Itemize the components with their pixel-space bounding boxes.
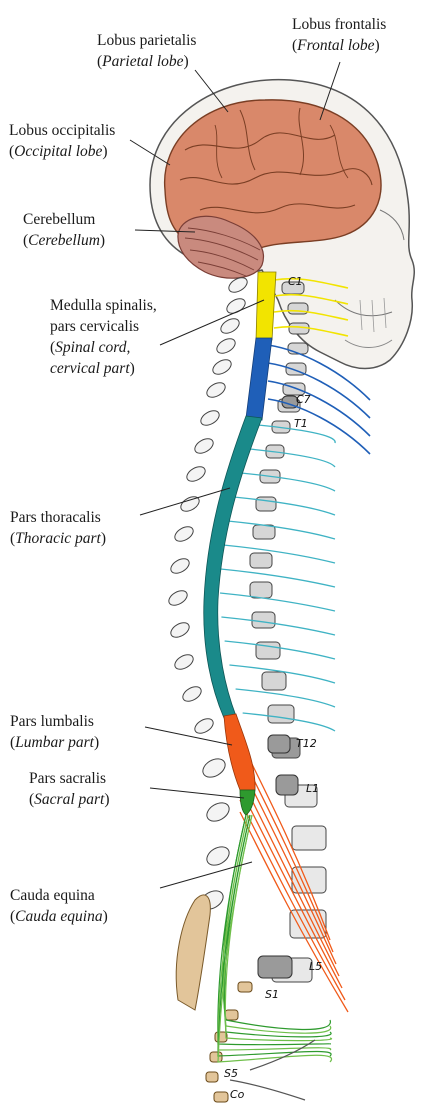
label-frontal-lobe: Lobus frontalis (Frontal lobe) bbox=[292, 14, 386, 56]
vertebral-body-marked bbox=[258, 956, 292, 978]
spinous-process bbox=[178, 494, 201, 514]
spinous-process bbox=[172, 652, 195, 672]
spinous-process bbox=[214, 336, 237, 356]
nerve-thoracic bbox=[221, 617, 335, 635]
spinous-process bbox=[180, 684, 203, 704]
lumbar-latin: Pars lumbalis bbox=[10, 711, 99, 732]
cord-lumbar bbox=[224, 714, 255, 790]
cord-sacral bbox=[240, 790, 255, 815]
nerve-thoracic bbox=[223, 545, 335, 563]
vertebral-body-marked bbox=[268, 735, 290, 753]
label-t12: T12 bbox=[296, 737, 317, 750]
cervical-latin-2: pars cervicalis bbox=[50, 316, 157, 337]
spinous-process bbox=[204, 843, 233, 869]
label-co: Co bbox=[230, 1088, 245, 1101]
sacral-segment bbox=[238, 982, 252, 992]
cerebellum-english: Cerebellum bbox=[28, 232, 100, 249]
label-cauda-equina: Cauda equina (Cauda equina) bbox=[10, 885, 108, 927]
vertebral-body bbox=[289, 323, 309, 334]
spinous-process bbox=[184, 464, 207, 484]
label-cervical-part: Medulla spinalis, pars cervicalis (Spina… bbox=[50, 295, 157, 379]
spinous-process bbox=[172, 524, 195, 544]
sacral-latin: Pars sacralis bbox=[29, 768, 110, 789]
spinous-process bbox=[204, 380, 227, 400]
spinous-process bbox=[166, 588, 189, 608]
thoracic-english: Thoracic part bbox=[15, 530, 101, 547]
cervical-latin-1: Medulla spinalis, bbox=[50, 295, 157, 316]
sacral-segment bbox=[214, 1092, 228, 1102]
spinous-process bbox=[204, 799, 233, 825]
label-parietal-lobe: Lobus parietalis (Parietal lobe) bbox=[97, 30, 196, 72]
vertebral-body bbox=[250, 582, 272, 598]
label-lumbar-part: Pars lumbalis (Lumbar part) bbox=[10, 711, 99, 753]
vertebral-body bbox=[262, 672, 286, 690]
vertebral-body bbox=[268, 705, 294, 723]
sacral-segment bbox=[206, 1072, 218, 1082]
parietal-english: Parietal lobe bbox=[102, 53, 183, 70]
frontal-latin: Lobus frontalis bbox=[292, 14, 386, 35]
vertebral-body bbox=[253, 525, 275, 539]
label-c7: C7 bbox=[296, 393, 311, 406]
nerve-thoracic bbox=[220, 593, 335, 611]
vertebral-body bbox=[256, 497, 276, 511]
nerve-thoracic bbox=[241, 473, 335, 491]
spinal-cord bbox=[204, 272, 276, 815]
frontal-english: Frontal lobe bbox=[297, 37, 374, 54]
cord-cervical-lower bbox=[246, 338, 272, 420]
cervical-english-2: cervical part bbox=[50, 360, 130, 377]
occipital-latin: Lobus occipitalis bbox=[9, 120, 115, 141]
label-t1: T1 bbox=[294, 417, 308, 430]
nerve-thoracic bbox=[228, 521, 335, 539]
spinous-process bbox=[192, 436, 215, 456]
cauda-latin: Cauda equina bbox=[10, 885, 108, 906]
label-thoracic-part: Pars thoracalis (Thoracic part) bbox=[10, 507, 106, 549]
label-l1: L1 bbox=[306, 782, 319, 795]
cord-cervical-upper bbox=[256, 272, 276, 340]
parietal-latin: Lobus parietalis bbox=[97, 30, 196, 51]
vertebral-body bbox=[292, 826, 326, 850]
spinous-process bbox=[218, 316, 241, 336]
label-c1: C1 bbox=[288, 275, 303, 288]
thoracic-latin: Pars thoracalis bbox=[10, 507, 106, 528]
vertebral-body-marked bbox=[276, 775, 298, 795]
sacral-segment bbox=[210, 1052, 222, 1062]
spinous-process bbox=[210, 357, 233, 377]
label-sacral-part: Pars sacralis (Sacral part) bbox=[29, 768, 110, 810]
spinous-process bbox=[224, 296, 247, 316]
label-cerebellum: Cerebellum (Cerebellum) bbox=[23, 209, 105, 251]
lumbar-english: Lumbar part bbox=[15, 734, 94, 751]
cerebellum-latin: Cerebellum bbox=[23, 209, 105, 230]
spinous-process bbox=[200, 755, 229, 781]
nerve-thoracic bbox=[236, 689, 335, 707]
spinous-process bbox=[168, 620, 191, 640]
spinous-process bbox=[192, 716, 215, 736]
nerve-thoracic bbox=[249, 449, 335, 467]
sacral-english: Sacral part bbox=[34, 791, 104, 808]
cauda-english: Cauda equina bbox=[15, 908, 102, 925]
nerve-thoracic bbox=[221, 569, 335, 587]
label-l5: L5 bbox=[309, 960, 322, 973]
vertebral-body bbox=[250, 553, 272, 568]
spinous-process bbox=[168, 556, 191, 576]
sacral-segment bbox=[225, 1010, 238, 1020]
label-s5: S5 bbox=[224, 1067, 238, 1080]
nerve-thoracic bbox=[234, 497, 335, 515]
spinous-process bbox=[198, 408, 221, 428]
label-occipital-lobe: Lobus occipitalis (Occipital lobe) bbox=[9, 120, 115, 162]
label-s1: S1 bbox=[265, 988, 279, 1001]
vertebral-body bbox=[252, 612, 275, 628]
cervical-english-1: Spinal cord, bbox=[55, 339, 130, 356]
occipital-english: Occipital lobe bbox=[14, 143, 102, 160]
